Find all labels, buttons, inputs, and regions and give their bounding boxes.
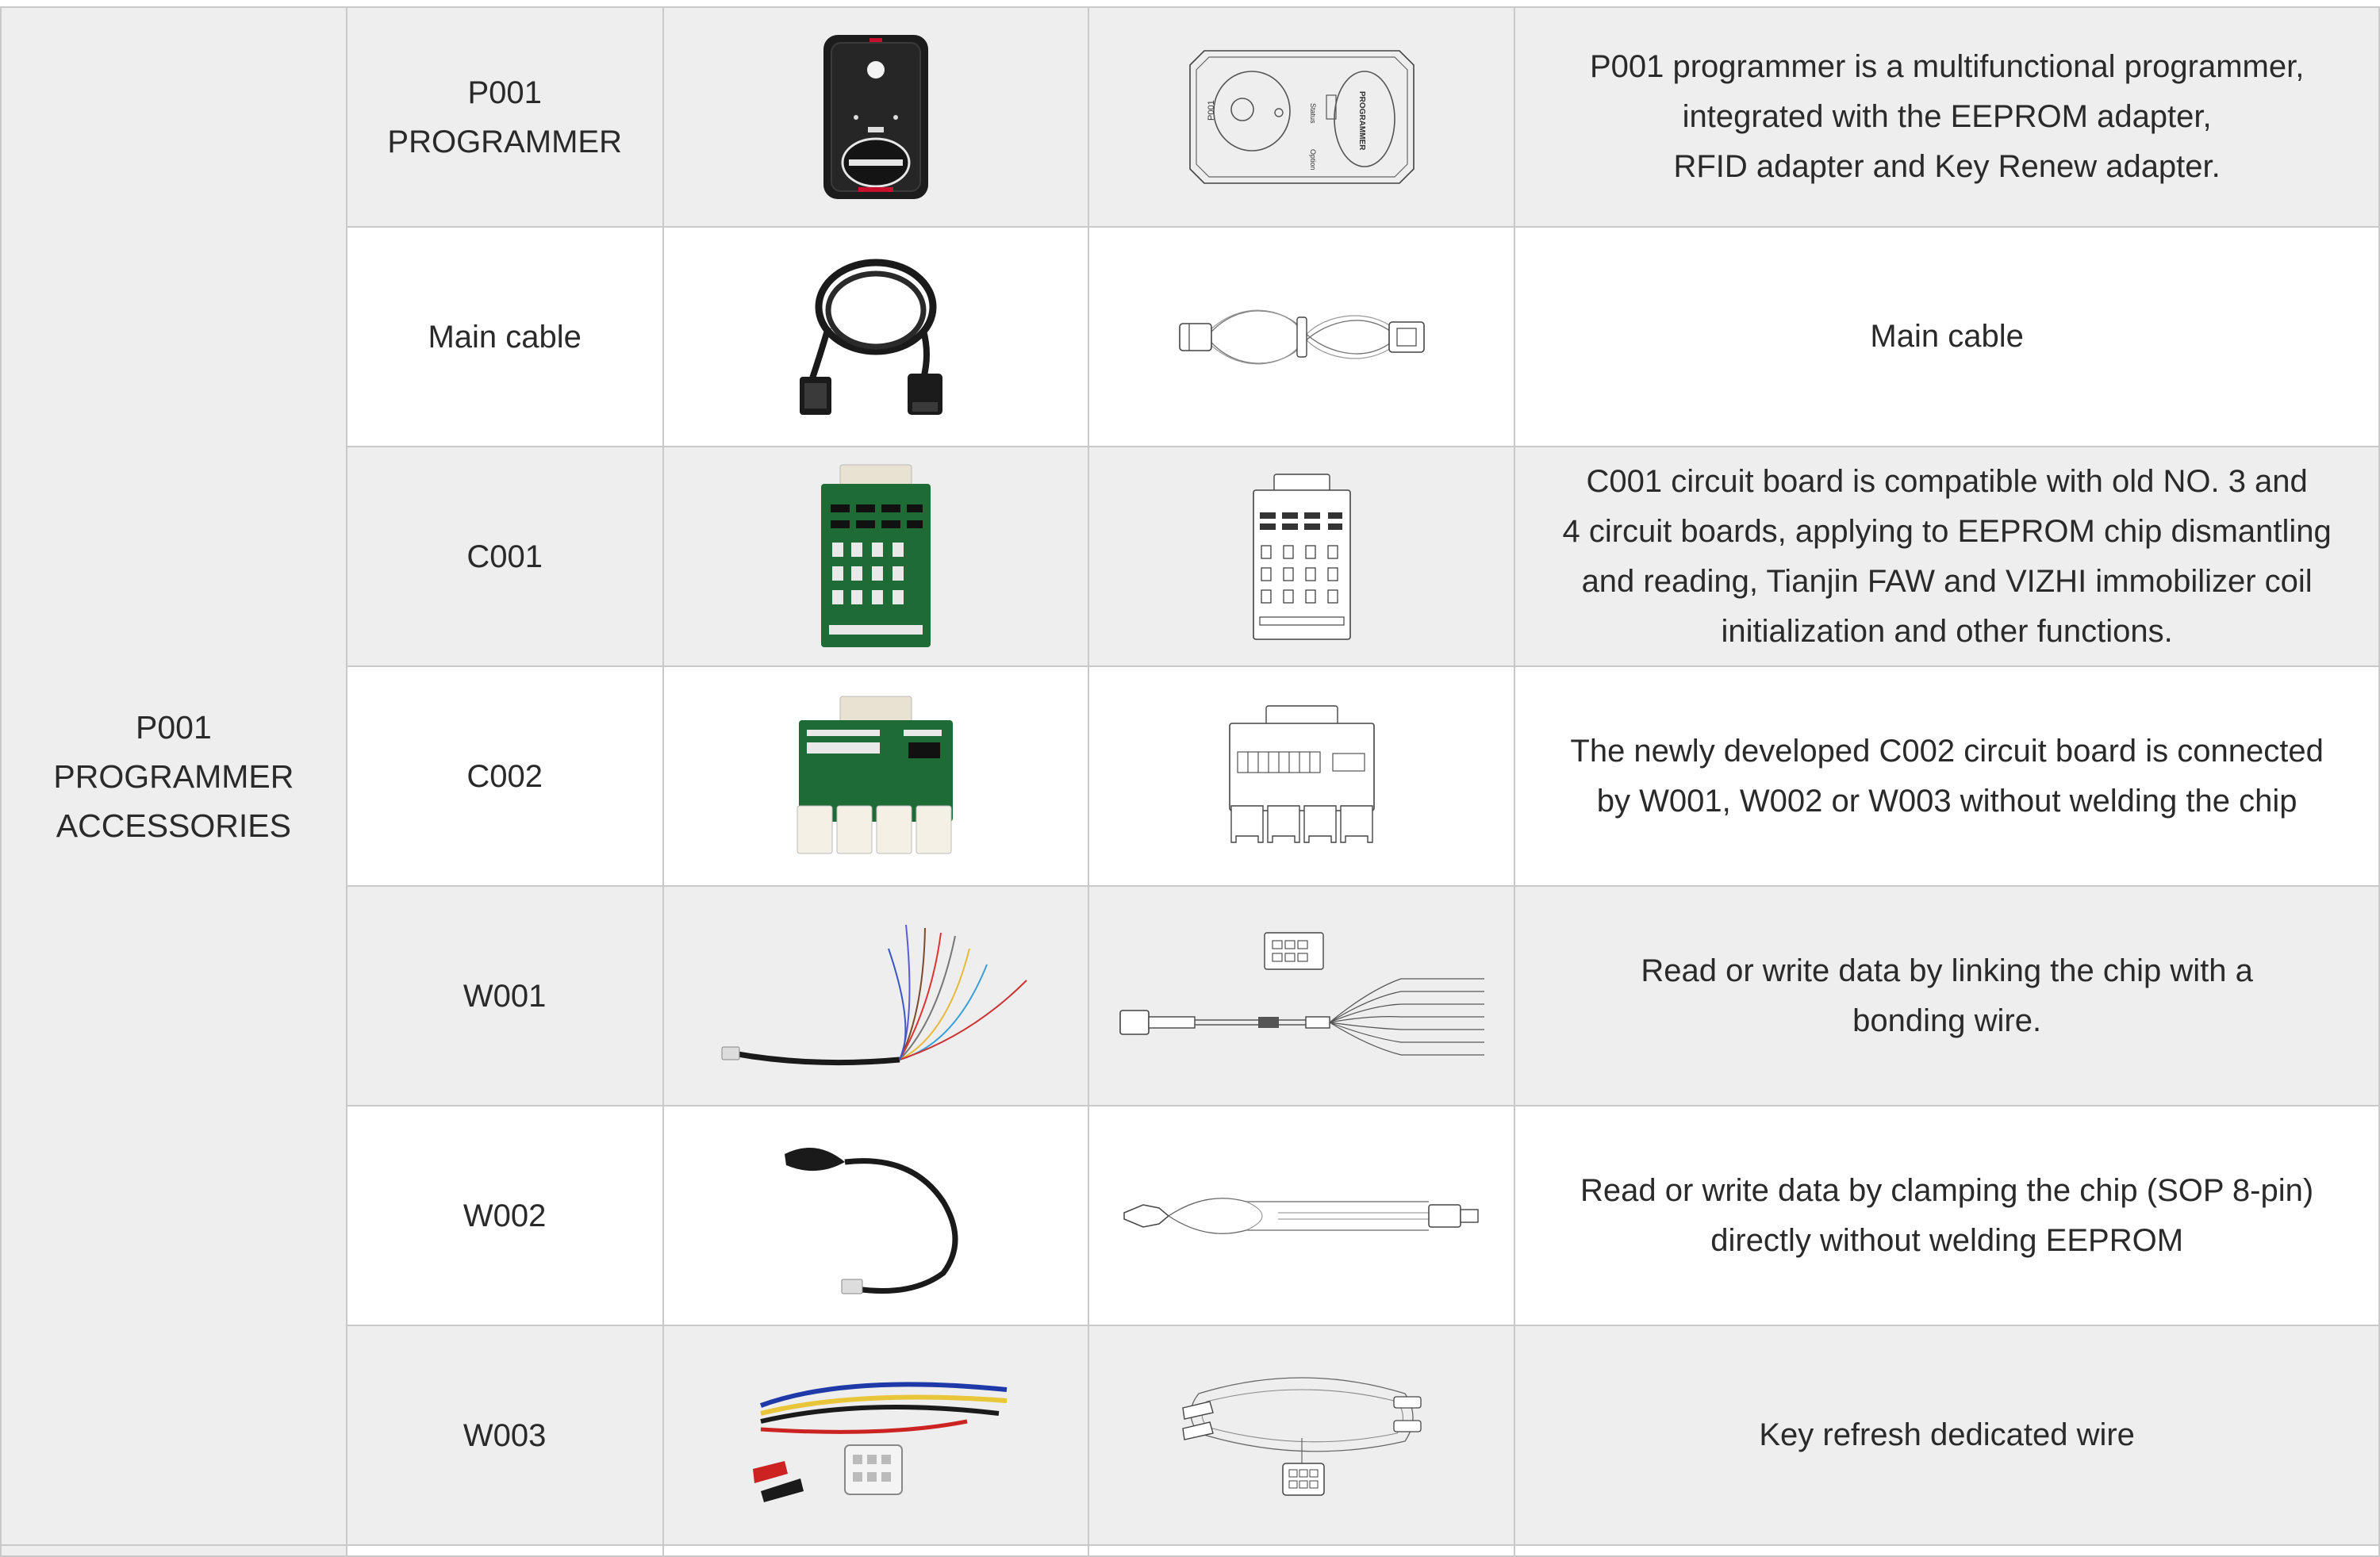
photo-cell xyxy=(662,226,1090,447)
table-row: W003 xyxy=(1,1325,2380,1546)
photo-cell xyxy=(662,885,1090,1106)
table-row: C001 xyxy=(1,446,2380,667)
drawing-cell xyxy=(1088,1325,1516,1546)
item-name-cell: C002 xyxy=(345,665,664,887)
w002-clamp-cable-line-drawing-icon xyxy=(1123,1197,1479,1234)
w003-key-refresh-wire-photo-icon xyxy=(752,1382,1008,1502)
c002-circuit-board-photo-icon xyxy=(797,696,953,854)
item-name-cell: W003 xyxy=(345,1325,664,1546)
table-row: W002 Read or write data by c xyxy=(1,1105,2380,1326)
drawing-cell xyxy=(1088,446,1516,667)
main-cable-photo-icon xyxy=(799,259,942,415)
drawing-cell xyxy=(1088,1105,1516,1326)
item-name-cell: W002 xyxy=(345,1105,664,1326)
description-cell: P001 programmer is a multifunctional pro… xyxy=(1514,6,2380,228)
item-description: Read or write data by clamping the chip … xyxy=(1580,1172,2314,1258)
svg-text:P001: P001 xyxy=(1207,100,1216,121)
description-cell: Main cable xyxy=(1514,226,2380,447)
photo-cell xyxy=(662,1325,1090,1546)
svg-text:PROGRAMMER: PROGRAMMER xyxy=(1357,91,1366,151)
description-cell: Read or write data by clamping the chip … xyxy=(1514,1105,2380,1326)
table-row: C002 xyxy=(1,665,2380,887)
drawing-cell xyxy=(1088,665,1516,887)
item-description: Read or write data by linking the chip w… xyxy=(1641,953,2253,1038)
w003-key-refresh-wire-line-drawing-icon xyxy=(1182,1377,1422,1496)
drawing-cell: P001 Status Option PROGRAMMER xyxy=(1088,6,1516,228)
w001-bonding-wire-photo-icon xyxy=(721,924,1027,1065)
group-label: P001 PROGRAMMER ACCESSORIES xyxy=(53,708,294,844)
accessories-table: P001 PROGRAMMER ACCESSORIES P001 PROGRAM… xyxy=(0,6,2380,1557)
item-description: C001 circuit board is compatible with ol… xyxy=(1562,463,2332,649)
item-name: W002 xyxy=(463,1198,547,1233)
drawing-cell xyxy=(1088,885,1516,1106)
item-name: W003 xyxy=(463,1417,547,1453)
item-description: The newly developed C002 circuit board i… xyxy=(1570,733,2324,819)
group-label-cell: P001 PROGRAMMER ACCESSORIES xyxy=(0,6,347,1546)
table-row: W001 xyxy=(1,885,2380,1106)
item-name: P001 PROGRAMMER xyxy=(387,75,622,159)
svg-text:Status: Status xyxy=(1309,103,1317,124)
item-name-cell: C001 xyxy=(345,446,664,667)
c001-circuit-board-line-drawing-icon xyxy=(1252,474,1351,640)
svg-text:Option: Option xyxy=(1309,149,1317,171)
description-cell: Read or write data by linking the chip w… xyxy=(1514,885,2380,1106)
c002-circuit-board-line-drawing-icon xyxy=(1228,705,1375,843)
item-name: W001 xyxy=(463,978,547,1014)
drawing-cell xyxy=(1088,226,1516,447)
item-description: Main cable xyxy=(1870,319,2024,354)
table-row-partial xyxy=(0,1544,2380,1557)
photo-cell xyxy=(662,6,1090,228)
programmer-device-photo-icon xyxy=(823,35,928,199)
description-cell: Key refresh dedicated wire xyxy=(1514,1325,2380,1546)
item-name: Main cable xyxy=(428,319,582,355)
item-name-cell: P001 PROGRAMMER xyxy=(345,6,664,228)
item-name: C001 xyxy=(466,539,543,574)
programmer-line-drawing-icon: P001 Status Option PROGRAMMER xyxy=(1188,50,1415,184)
w002-clamp-cable-photo-icon xyxy=(784,1148,958,1294)
main-cable-line-drawing-icon xyxy=(1178,309,1425,364)
item-name: C002 xyxy=(466,758,543,794)
description-cell: The newly developed C002 circuit board i… xyxy=(1514,665,2380,887)
w001-bonding-wire-line-drawing-icon xyxy=(1119,932,1484,1056)
description-cell: C001 circuit board is compatible with ol… xyxy=(1514,446,2380,667)
table-row: Main cable xyxy=(1,226,2380,447)
photo-cell xyxy=(662,665,1090,887)
item-name-cell: W001 xyxy=(345,885,664,1106)
item-description: Key refresh dedicated wire xyxy=(1759,1417,2135,1452)
item-name-cell: Main cable xyxy=(345,226,664,447)
c001-circuit-board-photo-icon xyxy=(820,464,931,647)
photo-cell xyxy=(662,446,1090,667)
table-row: P001 PROGRAMMER ACCESSORIES P001 PROGRAM… xyxy=(0,6,2380,1546)
item-description: P001 programmer is a multifunctional pro… xyxy=(1589,49,2305,184)
photo-cell xyxy=(662,1105,1090,1326)
